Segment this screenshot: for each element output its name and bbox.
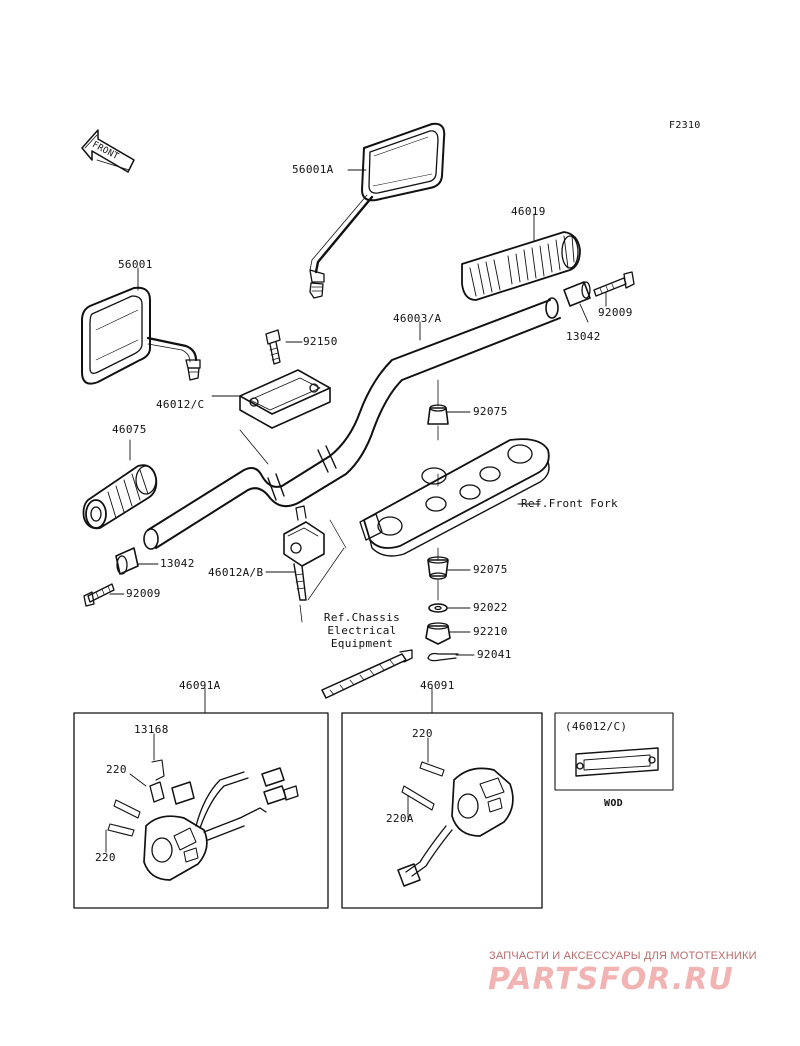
ref-front-fork: Ref.Front Fork xyxy=(521,497,618,510)
part-label-220-a: 220 xyxy=(106,763,127,776)
mirror-right xyxy=(309,122,446,299)
bolt-92009-right xyxy=(593,271,635,297)
part-label-56001A: 56001A xyxy=(292,163,334,176)
holder-upper xyxy=(239,369,331,465)
box-46091 xyxy=(341,712,543,909)
grip-right xyxy=(461,231,581,301)
figure-code: F2310 xyxy=(669,120,701,131)
ref-chassis-line3: Equipment xyxy=(330,637,394,650)
part-label-92075-lower: 92075 xyxy=(473,563,508,576)
ref-chassis-line1: Ref.Chassis xyxy=(323,611,401,624)
bolt-92009-left xyxy=(83,583,115,607)
part-label-92022: 92022 xyxy=(473,601,508,614)
watermark-logo: PARTSFOR.RU xyxy=(488,962,734,997)
part-label-13042-left: 13042 xyxy=(160,557,195,570)
part-label-92150: 92150 xyxy=(303,335,338,348)
inset-holder xyxy=(575,747,659,777)
ref-chassis-line2: Electrical xyxy=(327,624,397,637)
switch-left xyxy=(107,759,299,881)
box-inset xyxy=(554,712,674,791)
inset-note: WOD xyxy=(604,798,623,809)
part-label-46012AB: 46012A/B xyxy=(208,566,264,579)
switch-right xyxy=(397,761,514,887)
grip-left xyxy=(82,464,158,530)
part-label-46019: 46019 xyxy=(511,205,546,218)
part-label-220-b: 220 xyxy=(95,851,116,864)
handlebar xyxy=(143,297,561,550)
fork-bracket xyxy=(359,438,550,561)
part-label-92009-left: 92009 xyxy=(126,587,161,600)
bar-end-weight-right xyxy=(563,281,591,307)
cotter-pin xyxy=(427,652,459,662)
part-label-92009-right: 92009 xyxy=(598,306,633,319)
part-label-46003A: 46003/A xyxy=(393,312,442,325)
box-46091A xyxy=(73,712,329,909)
part-label-46075: 46075 xyxy=(112,423,147,436)
bolt-92150 xyxy=(265,329,281,365)
part-label-92075-upper: 92075 xyxy=(473,405,508,418)
nut xyxy=(425,622,451,645)
bar-end-weight-left xyxy=(115,547,139,575)
damper-lower xyxy=(427,556,449,601)
leader-lines xyxy=(105,169,607,853)
part-label-220A: 220A xyxy=(386,812,414,825)
holder-lower xyxy=(283,505,347,623)
part-label-46091: 46091 xyxy=(420,679,455,692)
watermark-tagline: ЗАПЧАСТИ И АКСЕССУАРЫ ДЛЯ МОТОТЕХНИКИ xyxy=(489,950,757,962)
part-label-13042-right: 13042 xyxy=(566,330,601,343)
part-label-92210: 92210 xyxy=(473,625,508,638)
part-label-13168: 13168 xyxy=(134,723,169,736)
part-label-56001: 56001 xyxy=(118,258,153,271)
damper-upper xyxy=(427,379,449,441)
part-label-46091A: 46091A xyxy=(179,679,221,692)
part-label-46012C: 46012/C xyxy=(156,398,205,411)
cable-tie xyxy=(321,649,413,699)
part-label-220-right: 220 xyxy=(412,727,433,740)
part-label-92041: 92041 xyxy=(477,648,512,661)
inset-label: (46012/C) xyxy=(565,720,628,733)
washer xyxy=(428,603,448,613)
front-arrow-icon xyxy=(81,129,135,173)
mirror-left xyxy=(81,286,201,385)
